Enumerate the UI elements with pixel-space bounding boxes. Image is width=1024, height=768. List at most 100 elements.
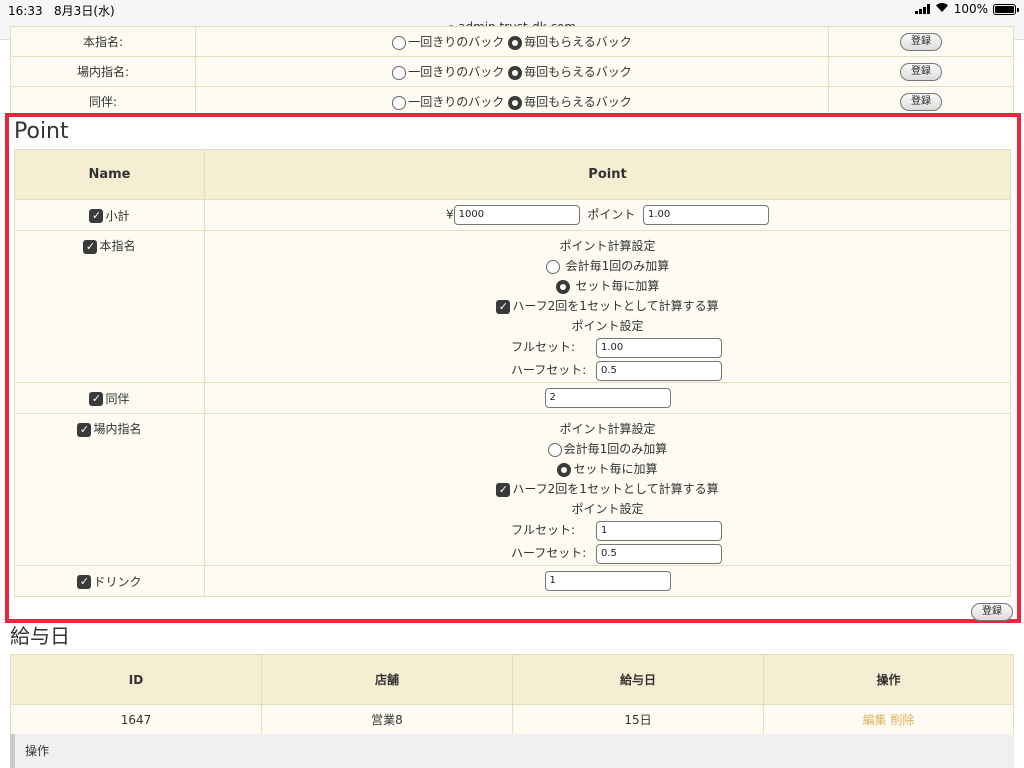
row-label: 同伴: (10, 86, 196, 117)
half-set-input[interactable]: 0.5 (596, 543, 722, 564)
half-set-row: ハーフセット:0.5 (205, 542, 1010, 565)
row-label: 本指名: (10, 26, 196, 57)
option-row: 会計毎1回のみ加算 (205, 256, 1010, 276)
table-row-jounai: ✓場内指名 ポイント計算設定 会計毎1回のみ加算 セット毎に加算 ✓ハーフ2回を… (14, 413, 1011, 566)
point-setting-title: ポイント設定 (571, 502, 644, 516)
payday-table: ID 店舗 給与日 操作 1647 営業8 15日 編集 削除 (10, 654, 1014, 735)
radio-every[interactable] (508, 35, 523, 50)
point-setting-title: ポイント設定 (571, 319, 644, 333)
table-header-row: ID 店舗 給与日 操作 (10, 654, 1014, 705)
point-cell: 1 (204, 565, 1011, 597)
name-cell: ✓ドリンク (14, 565, 205, 597)
operations-bar: 操作 (10, 734, 1014, 768)
back-settings-table: 本指名: 一回きりのバック 毎回もらえるバック 登録 場内指名: 一回きりのバッ… (10, 26, 1014, 117)
option-row: セット毎に加算 (205, 276, 1010, 296)
status-date: 8月3日(水) (54, 4, 115, 18)
full-set-input[interactable]: 1 (596, 520, 722, 541)
radio-once[interactable] (392, 35, 407, 50)
table-row: 本指名: 一回きりのバック 毎回もらえるバック 登録 (10, 26, 1014, 57)
subtotal-point-input[interactable]: 1.00 (642, 205, 769, 225)
section-title: Point (14, 119, 69, 144)
table-row: 1647 営業8 15日 編集 削除 (10, 704, 1014, 735)
column-header-name: Name (14, 149, 205, 200)
calc-setting-title: ポイント計算設定 (559, 239, 656, 253)
cell-actions: 編集 削除 (763, 704, 1014, 735)
radio-once[interactable] (392, 95, 407, 110)
point-label: ポイント (587, 207, 636, 222)
subtotal-amount-input[interactable]: 1000 (453, 205, 580, 225)
option-row: 会計毎1回のみ加算 (205, 439, 1010, 459)
point-cell: 2 (204, 382, 1011, 414)
table-row: 同伴: 一回きりのバック 毎回もらえるバック 登録 (10, 86, 1014, 117)
payday-title: 給与日 (10, 624, 70, 648)
douhan-checkbox[interactable]: ✓ (89, 392, 104, 406)
douhan-point-input[interactable]: 2 (544, 388, 671, 408)
cell-payday: 15日 (512, 704, 764, 735)
point-register-button[interactable]: 登録 (971, 603, 1013, 621)
button-cell: 登録 (828, 26, 1014, 57)
battery-icon (993, 3, 1019, 15)
half-set-checkbox[interactable]: ✓ (496, 299, 511, 314)
hon-checkbox[interactable]: ✓ (83, 239, 98, 254)
drink-point-input[interactable]: 1 (544, 571, 671, 591)
column-header-point: Point (204, 149, 1011, 200)
point-cell: ポイント計算設定 会計毎1回のみ加算 セット毎に加算 ✓ハーフ2回を1セットとし… (204, 413, 1011, 566)
radio-once-per-bill[interactable] (547, 442, 562, 457)
radio-per-set[interactable] (555, 279, 570, 294)
register-button[interactable]: 登録 (900, 92, 942, 111)
table-row-douhan: ✓同伴 2 (14, 382, 1011, 414)
table-row-subtotal: ✓小計 ¥1000 ポイント 1.00 (14, 199, 1011, 231)
jounai-checkbox[interactable]: ✓ (77, 422, 92, 437)
battery-percent: 100% (953, 2, 988, 16)
column-header-payday: 給与日 (512, 654, 764, 705)
radio-every[interactable] (508, 95, 523, 110)
radio-once[interactable] (392, 65, 407, 80)
option-row: ✓ハーフ2回を1セットとして計算する算 (205, 479, 1010, 499)
column-header-actions: 操作 (763, 654, 1014, 705)
name-cell: ✓本指名 (14, 230, 205, 383)
currency-symbol: ¥ (446, 207, 454, 222)
table-row: 場内指名: 一回きりのバック 毎回もらえるバック 登録 (10, 56, 1014, 87)
column-header-store: 店舗 (261, 654, 513, 705)
radio-every[interactable] (508, 65, 523, 80)
cell-store: 営業8 (261, 704, 513, 735)
point-cell: ¥1000 ポイント 1.00 (204, 199, 1011, 231)
drink-checkbox[interactable]: ✓ (77, 575, 92, 589)
subtotal-checkbox[interactable]: ✓ (89, 209, 104, 223)
radio-cell: 一回きりのバック 毎回もらえるバック (195, 56, 829, 87)
radio-cell: 一回きりのバック 毎回もらえるバック (195, 26, 829, 57)
radio-once-per-bill[interactable] (545, 259, 560, 274)
table-header-row: Name Point (14, 149, 1011, 200)
register-button[interactable]: 登録 (900, 32, 942, 51)
full-set-row: フルセット:1.00 (205, 336, 1010, 359)
radio-cell: 一回きりのバック 毎回もらえるバック (195, 86, 829, 117)
status-time: 16:33 8月3日(水) (8, 4, 115, 18)
cell-id: 1647 (10, 704, 262, 735)
column-header-id: ID (10, 654, 262, 705)
name-cell: ✓場内指名 (14, 413, 205, 566)
signal-icon (914, 4, 930, 14)
button-cell: 登録 (828, 86, 1014, 117)
half-set-checkbox[interactable]: ✓ (496, 482, 511, 497)
half-set-row: ハーフセット:0.5 (205, 359, 1010, 382)
name-cell: ✓同伴 (14, 382, 205, 414)
edit-link[interactable]: 編集 (862, 713, 887, 727)
row-label: 場内指名: (10, 56, 196, 87)
status-indicators: 100% (914, 2, 1019, 16)
delete-link[interactable]: 削除 (890, 713, 915, 727)
option-row: セット毎に加算 (205, 459, 1010, 479)
point-table: Name Point ✓小計 ¥1000 ポイント 1.00 ✓本指名 ポイント… (14, 149, 1011, 597)
point-cell: ポイント計算設定 会計毎1回のみ加算 セット毎に加算 ✓ハーフ2回を1セットとし… (204, 230, 1011, 383)
half-set-input[interactable]: 0.5 (596, 360, 722, 381)
full-set-input[interactable]: 1.00 (596, 337, 722, 358)
full-set-row: フルセット:1 (205, 519, 1010, 542)
register-button[interactable]: 登録 (900, 62, 942, 81)
table-row-hon: ✓本指名 ポイント計算設定 会計毎1回のみ加算 セット毎に加算 ✓ハーフ2回を1… (14, 230, 1011, 383)
calc-setting-title: ポイント計算設定 (559, 422, 656, 436)
radio-per-set[interactable] (557, 462, 572, 477)
point-section: Point Name Point ✓小計 ¥1000 ポイント 1.00 ✓本指… (5, 113, 1021, 623)
option-row: ✓ハーフ2回を1セットとして計算する算 (205, 296, 1010, 316)
wifi-icon (935, 2, 949, 16)
table-row-drink: ✓ドリンク 1 (14, 565, 1011, 597)
name-cell: ✓小計 (14, 199, 205, 231)
